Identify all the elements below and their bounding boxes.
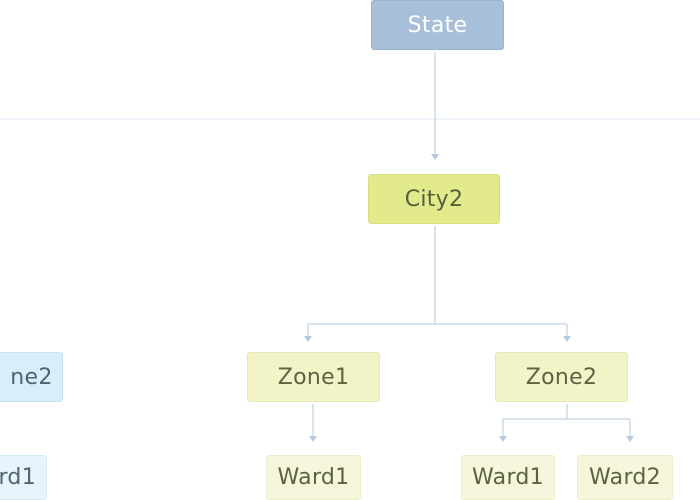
node-zone2-label: Zone2 <box>525 364 598 390</box>
node-state[interactable]: State <box>371 0 504 50</box>
node-ward1-left-label: rd1 <box>0 465 36 490</box>
arrowhead-zone2-ward2 <box>626 436 634 442</box>
arrowhead-zone1-ward1 <box>309 436 317 442</box>
node-zone2-ward1[interactable]: Ward1 <box>461 455 555 500</box>
node-zone1-ward1-label: Ward1 <box>277 465 350 490</box>
node-zone2-left-partial[interactable]: ne2 <box>0 352 63 402</box>
arrowhead-zone2-ward1 <box>499 436 507 442</box>
arrowhead-zone2 <box>563 336 571 342</box>
arrowhead-city2 <box>431 154 439 160</box>
node-state-label: State <box>407 12 468 38</box>
node-zone2-ward2[interactable]: Ward2 <box>577 455 673 500</box>
node-city2[interactable]: City2 <box>368 174 500 224</box>
arrowhead-zone1 <box>304 336 312 342</box>
node-city2-label: City2 <box>404 186 464 212</box>
node-zone2[interactable]: Zone2 <box>495 352 628 402</box>
node-zone1[interactable]: Zone1 <box>247 352 380 402</box>
node-zone1-ward1[interactable]: Ward1 <box>266 455 361 500</box>
node-zone2-left-label: ne2 <box>10 364 53 390</box>
node-ward1-left-partial[interactable]: rd1 <box>0 455 47 500</box>
node-zone2-ward1-label: Ward1 <box>472 465 544 490</box>
node-zone2-ward2-label: Ward2 <box>589 465 661 490</box>
node-zone1-label: Zone1 <box>277 364 350 390</box>
